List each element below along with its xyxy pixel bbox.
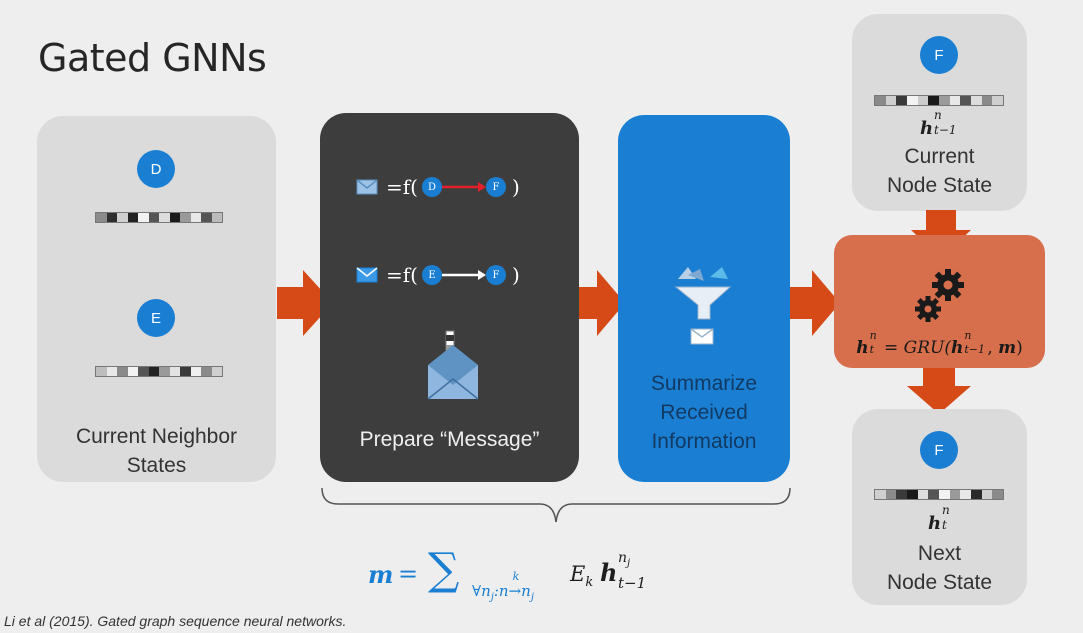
node-f: F <box>920 36 958 74</box>
caption-line: Current <box>904 145 975 168</box>
caption-line: Received <box>660 401 748 424</box>
slide-title: Gated GNNs <box>38 36 267 80</box>
flow-arrow-3 <box>790 270 840 336</box>
gru-equation-text: = GRU( <box>883 338 951 358</box>
caption-line: States <box>126 454 187 477</box>
caption-line: Information <box>651 430 757 453</box>
message-equation-2: =f( E F ) <box>356 263 520 287</box>
node-f-label: F <box>934 46 944 64</box>
gears-icon <box>915 269 964 322</box>
gru-m: m <box>998 338 1017 358</box>
gru-args-sep: , <box>987 338 999 358</box>
node-e: E <box>137 299 175 337</box>
sum-symbol-icon: ∑ <box>428 544 460 595</box>
prepare-message-caption: Prepare “Message” <box>359 428 540 451</box>
equation-prefix: =f( <box>386 175 418 199</box>
caption-line: Node State <box>886 571 993 594</box>
caption-line: Current Neighbor <box>75 425 238 448</box>
agg-h-sup: nj <box>618 550 631 569</box>
citation: Li et al (2015). Gated graph sequence ne… <box>4 613 347 629</box>
grouping-brace <box>321 487 791 523</box>
node-d: D <box>137 150 175 188</box>
agg-h-sub: t−1 <box>618 574 647 592</box>
funnel-icon <box>674 267 732 345</box>
equation-suffix: ) <box>511 263 520 287</box>
node-d-label: D <box>150 160 162 178</box>
equation-suffix: ) <box>511 175 520 199</box>
current-node-state-caption: Current Node State <box>852 142 1027 200</box>
state-vector-f-next <box>874 489 1004 500</box>
caption-line: Node State <box>886 174 993 197</box>
prepare-message-panel: =f( D F ) =f( E F ) Prepare “Message” <box>320 113 579 482</box>
node-e-label: E <box>150 309 161 327</box>
node-e-small: E <box>421 265 442 285</box>
open-envelope-icon <box>427 330 479 400</box>
node-d-small: D <box>421 177 442 197</box>
agg-h: h <box>600 558 618 587</box>
neighbor-states-caption: Current Neighbor States <box>37 422 276 480</box>
node-f-small: F <box>485 265 506 285</box>
envelope-icon <box>356 267 378 283</box>
node-f-label: F <box>934 441 944 459</box>
gru-close: ) <box>1016 338 1023 358</box>
message-equation-1: =f( D F ) <box>356 175 520 199</box>
summarize-panel: Summarize Received Information <box>618 115 790 482</box>
state-vector-d <box>95 212 223 223</box>
neighbor-states-panel: D E Current Neighbor States <box>37 116 276 482</box>
summarize-caption: Summarize Received Information <box>618 369 790 456</box>
flow-arrow-down-2 <box>907 368 971 414</box>
caption-line: Next <box>917 542 962 565</box>
equation-prefix: =f( <box>386 263 418 287</box>
edge-arrow-red-icon <box>441 182 486 192</box>
caption-line: Summarize <box>650 372 758 395</box>
agg-E: Ek <box>570 562 594 591</box>
flow-arrow-2 <box>579 270 625 336</box>
flow-arrow-1 <box>277 270 333 336</box>
agg-equals: = <box>398 560 419 588</box>
next-node-state-caption: Next Node State <box>852 539 1027 597</box>
envelope-icon <box>356 179 378 195</box>
agg-E-text: E <box>570 562 586 586</box>
edge-arrow-white-icon <box>441 270 486 280</box>
flow-arrow-down-1 <box>911 210 971 258</box>
state-vector-f-prev <box>874 95 1004 106</box>
state-vector-e <box>95 366 223 377</box>
agg-m: m <box>368 560 394 589</box>
node-f: F <box>920 431 958 469</box>
node-f-small: F <box>485 177 506 197</box>
